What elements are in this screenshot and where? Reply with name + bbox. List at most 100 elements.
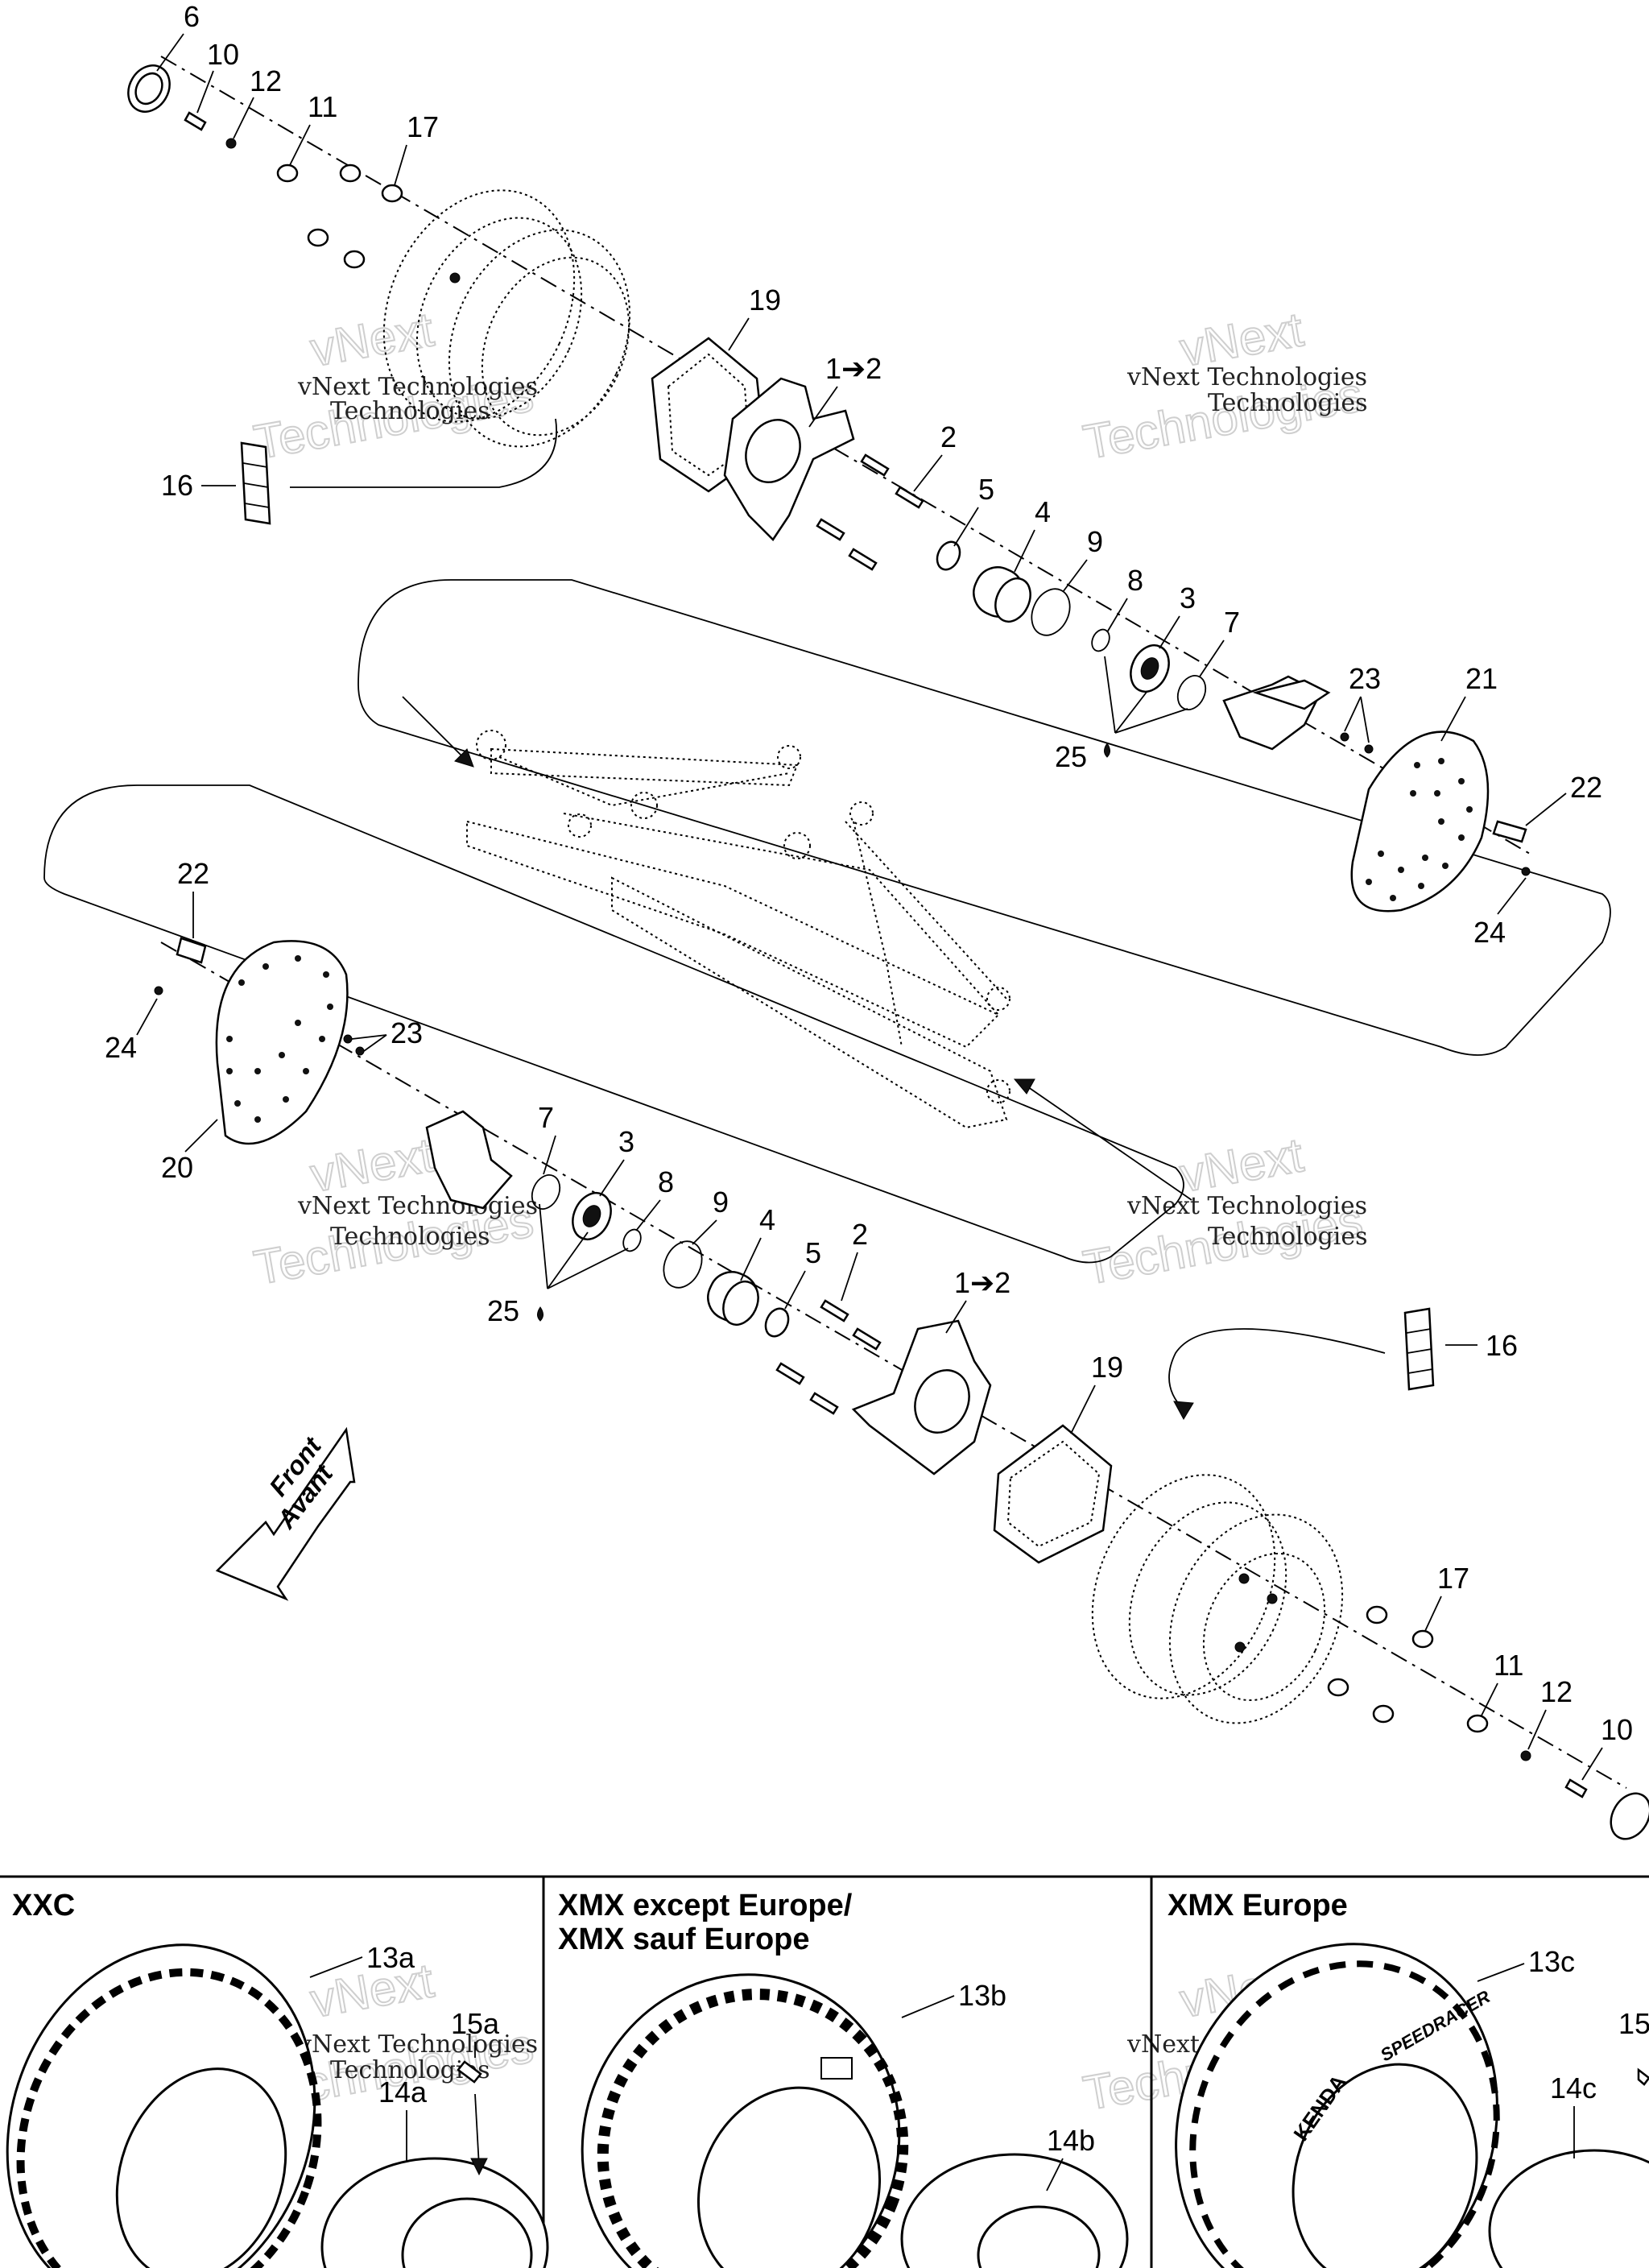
suspension-callout-frame-upper xyxy=(357,579,1611,1056)
callout-label: 4 xyxy=(759,1203,775,1236)
nut xyxy=(1466,1714,1489,1733)
bolt xyxy=(820,1299,849,1322)
callout-label: 12 xyxy=(250,64,282,97)
wheel-hub xyxy=(425,1110,513,1210)
wheel-rim xyxy=(382,189,576,423)
valve-stem xyxy=(1637,2067,1649,2086)
bolt xyxy=(355,1046,365,1056)
suspension-a-arms xyxy=(466,730,1010,1129)
bolt xyxy=(809,1392,839,1415)
bolt xyxy=(895,486,924,509)
callout-label: 2 xyxy=(940,420,957,453)
callout-label: 24 xyxy=(1473,916,1506,949)
wheel-nut xyxy=(343,250,366,269)
callout-label: 5 xyxy=(978,473,994,506)
watermark-outline: vNext xyxy=(307,1128,438,1202)
rim-xmx xyxy=(900,2153,1129,2268)
leader-line xyxy=(1168,1328,1386,1410)
callout-label: 6 xyxy=(184,0,200,33)
tire-xmx-europe: KENDA SPEEDRACER xyxy=(1175,1943,1500,2268)
panel-title-xmx-europe: XMX Europe xyxy=(1168,1889,1348,1922)
bolt xyxy=(816,518,845,541)
watermark-text: Technologies xyxy=(1208,389,1368,417)
grease-icon xyxy=(1104,743,1110,758)
watermark-text: vNext Technologies xyxy=(297,1192,538,1220)
brake-disc xyxy=(1350,730,1490,913)
callout-label: 14b xyxy=(1047,2124,1095,2157)
callout-label: 7 xyxy=(1224,606,1240,639)
lower-assembly-axis xyxy=(160,942,1627,1789)
panel-title-xxc: XXC xyxy=(12,1889,75,1922)
callout-label: 15a xyxy=(451,2007,500,2040)
callout-label: 13c xyxy=(1528,1945,1575,1978)
bracket xyxy=(1492,820,1527,843)
arrow-head xyxy=(1013,1078,1035,1095)
snap-ring xyxy=(1031,588,1071,636)
wheel-nut xyxy=(381,184,403,203)
arrow-line xyxy=(402,696,468,762)
callout-label: 16 xyxy=(1486,1329,1518,1362)
tire-xxc xyxy=(6,1943,322,2268)
bolt xyxy=(343,1034,353,1044)
wheel-nut xyxy=(307,228,329,247)
ring xyxy=(936,540,961,571)
upper-wheel-assembly xyxy=(127,64,1531,913)
callout-label: 1➔2 xyxy=(825,352,882,385)
balance-weight xyxy=(1403,1307,1435,1391)
callout-label: 8 xyxy=(658,1165,674,1198)
callout-label: 3 xyxy=(618,1125,634,1158)
panel-title-xmx: XMX except Europe/ xyxy=(558,1889,853,1922)
arrow-head xyxy=(454,748,474,768)
brake-disc xyxy=(215,940,349,1145)
callout-label: 10 xyxy=(207,38,239,71)
callout-label: 4 xyxy=(1035,495,1051,528)
ring xyxy=(1176,675,1207,710)
bolt xyxy=(860,453,890,477)
tire-xmx xyxy=(581,1973,909,2268)
callout-label: 13a xyxy=(366,1941,415,1974)
snap-ring xyxy=(663,1240,703,1289)
callout-label: 22 xyxy=(1570,771,1602,804)
wheel-nut xyxy=(1366,1605,1388,1624)
front-direction-arrow: Front Avant xyxy=(215,1426,356,1601)
wheel-nut xyxy=(339,163,362,183)
callout-label: 15 xyxy=(1618,2007,1649,2040)
bolt xyxy=(775,1362,805,1385)
callout-label: 20 xyxy=(161,1151,193,1184)
gasket xyxy=(993,1424,1113,1564)
hub-cap xyxy=(1610,1792,1649,1840)
callout-label: 24 xyxy=(105,1031,137,1064)
callout-label: 23 xyxy=(1349,662,1381,695)
callout-label: 19 xyxy=(1091,1351,1123,1384)
suspension-callout-frame-lower xyxy=(43,784,1184,1264)
watermark-text: vNext Technologies xyxy=(297,2030,538,2059)
callout-label: 7 xyxy=(538,1101,554,1134)
callout-label: 11 xyxy=(1494,1649,1523,1682)
wheel-rim xyxy=(1091,1474,1276,1699)
callout-label: 1➔2 xyxy=(954,1266,1010,1299)
grease-icon xyxy=(537,1306,543,1322)
lower-wheel-assembly xyxy=(154,937,1649,1840)
bolt xyxy=(1564,1778,1588,1798)
callout-label: 14c xyxy=(1550,2071,1597,2105)
callout-label: 11 xyxy=(308,90,337,123)
wheel-nut xyxy=(1411,1629,1434,1649)
watermark-outline: vNext xyxy=(1176,1128,1308,1202)
callout-label: 9 xyxy=(1087,525,1103,558)
bolt xyxy=(852,1327,882,1351)
watermark-group: vNext Technologies vNext Technologies Te… xyxy=(250,301,1368,2121)
callout-label: 16 xyxy=(161,469,193,502)
watermark-text: Technologies xyxy=(330,397,490,425)
callout-label: 21 xyxy=(1465,662,1498,695)
panel-subtitle-xmx: XMX sauf Europe xyxy=(558,1922,810,1956)
rim-xmx-europe xyxy=(1488,2149,1649,2268)
callout-label: 13b xyxy=(958,1979,1006,2012)
callout-label: 22 xyxy=(177,857,209,890)
bolt xyxy=(184,111,207,131)
callout-label: 10 xyxy=(1601,1713,1633,1746)
watermark-text: vNext Technologies xyxy=(297,373,538,401)
upper-assembly-axis xyxy=(160,56,1531,855)
watermark-outline: vNext xyxy=(307,302,438,377)
callout-label: 25 xyxy=(487,1294,519,1327)
